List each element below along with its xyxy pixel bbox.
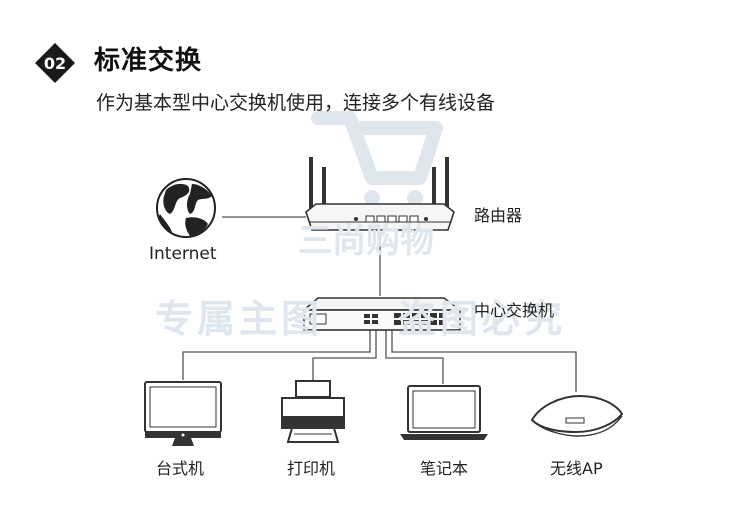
switch-label: 中心交换机 [474,301,555,320]
laptop-label: 笔记本 [420,459,469,478]
internet-label: Internet [149,244,217,264]
printer-icon [281,380,345,443]
router-label: 路由器 [474,206,523,225]
desktop-icon [144,381,222,446]
watermark-slogan-left: 专属主图 [155,297,324,341]
section-subtitle: 作为基本型中心交换机使用，连接多个有线设备 [96,92,496,114]
access-point-icon [530,394,624,437]
router-icon [305,157,455,231]
section-title: 标准交换 [94,46,203,76]
printer-label: 打印机 [287,459,336,478]
desktop-label: 台式机 [156,459,205,478]
connection-lines [182,216,577,392]
laptop-icon [400,385,488,440]
watermark-slogan-right: 盗图必究 [398,297,567,341]
watermark-shop-name: 三尚购物 [298,221,434,261]
section-number-badge: 02 [34,42,76,84]
globe-icon [156,178,216,238]
cart-watermark-icon [311,111,443,206]
switch-icon [301,297,463,331]
badge-number: 02 [44,54,66,73]
access-point-label: 无线AP [550,459,603,478]
